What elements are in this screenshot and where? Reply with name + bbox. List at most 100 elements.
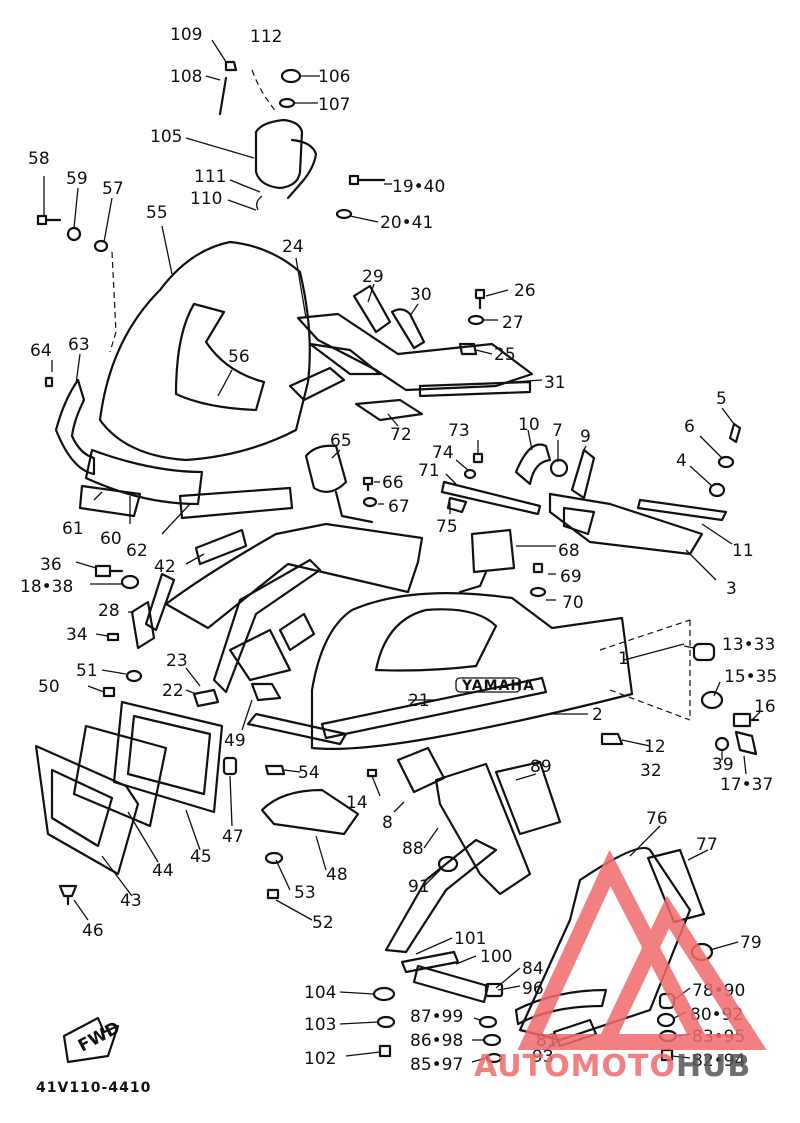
callout-34: 34 (66, 625, 88, 645)
callout-54: 54 (298, 763, 320, 783)
callout-100: 100 (480, 947, 512, 967)
callout-9: 9 (580, 427, 591, 447)
callout-85-97: 85•97 (410, 1055, 463, 1075)
callout-110: 110 (190, 189, 222, 209)
callout-8: 8 (382, 813, 393, 833)
forward-direction-tag: FWD (62, 1016, 124, 1064)
callout-17-37: 17•37 (720, 775, 773, 795)
callout-72: 72 (390, 425, 412, 445)
callout-76: 76 (646, 809, 668, 829)
callout-109: 109 (170, 25, 202, 45)
callout-7: 7 (552, 421, 563, 441)
callout-74: 74 (432, 443, 454, 463)
callout-18-38: 18•38 (20, 577, 73, 597)
callout-70: 70 (562, 593, 584, 613)
callout-19-40: 19•40 (392, 177, 445, 197)
callout-68: 68 (558, 541, 580, 561)
drawing-code: 41V110-4410 (36, 1080, 151, 1096)
callout-106: 106 (318, 67, 350, 87)
callout-1: 1 (618, 649, 629, 669)
callout-61: 61 (62, 519, 84, 539)
callout-22: 22 (162, 681, 184, 701)
callout-29: 29 (362, 267, 384, 287)
callout-69: 69 (560, 567, 582, 587)
callout-labels: 109 112 108 106 107 105 111 110 19•40 20… (20, 25, 777, 1075)
callout-31: 31 (544, 373, 566, 393)
callout-102: 102 (304, 1049, 336, 1069)
callout-27: 27 (502, 313, 524, 333)
watermark-triangle-inner (593, 895, 767, 1050)
callout-23: 23 (166, 651, 188, 671)
callout-105: 105 (150, 127, 182, 147)
callout-5: 5 (716, 389, 727, 409)
callout-73: 73 (448, 421, 470, 441)
callout-84: 84 (522, 959, 544, 979)
callout-50: 50 (38, 677, 60, 697)
callout-104: 104 (304, 983, 336, 1003)
callout-103: 103 (304, 1015, 336, 1035)
callout-111: 111 (194, 167, 226, 187)
callout-47: 47 (222, 827, 244, 847)
callout-43: 43 (120, 891, 142, 911)
callout-91: 91 (408, 877, 430, 897)
callout-24: 24 (282, 237, 304, 257)
callout-28: 28 (98, 601, 120, 621)
callout-46: 46 (82, 921, 104, 941)
callout-3: 3 (726, 579, 737, 599)
callout-2: 2 (592, 705, 603, 725)
callout-65: 65 (330, 431, 352, 451)
callout-77: 77 (696, 835, 718, 855)
callout-10: 10 (518, 415, 540, 435)
callout-49: 49 (224, 731, 246, 751)
callout-58: 58 (28, 149, 50, 169)
callout-14: 14 (346, 793, 368, 813)
watermark-part2: HUB (676, 1049, 751, 1084)
callout-86-98: 86•98 (410, 1031, 463, 1051)
callout-15-35: 15•35 (724, 667, 777, 687)
callout-21: 21 (408, 691, 430, 711)
callout-32: 32 (640, 761, 662, 781)
callout-12: 12 (644, 737, 666, 757)
callout-96: 96 (522, 979, 544, 999)
watermark-text-automoto: AUTOMOTOHUB (474, 1049, 751, 1084)
callout-87-99: 87•99 (410, 1007, 463, 1027)
callout-30: 30 (410, 285, 432, 305)
callout-39: 39 (712, 755, 734, 775)
callout-45: 45 (190, 847, 212, 867)
brand-decal-text: YAMAHA (461, 678, 535, 694)
callout-13-33: 13•33 (722, 635, 775, 655)
callout-89: 89 (530, 757, 552, 777)
callout-75: 75 (436, 517, 458, 537)
callout-20-41: 20•41 (380, 213, 433, 233)
callout-59: 59 (66, 169, 88, 189)
callout-53: 53 (294, 883, 316, 903)
callout-57: 57 (102, 179, 124, 199)
callout-36: 36 (40, 555, 62, 575)
callout-63: 63 (68, 335, 90, 355)
callout-101: 101 (454, 929, 486, 949)
callout-42: 42 (154, 557, 176, 577)
callout-71: 71 (418, 461, 440, 481)
callout-25: 25 (494, 345, 516, 365)
callout-52: 52 (312, 913, 334, 933)
parts-line-art: YAMAHA (34, 60, 760, 1064)
watermark: AUTOMOTOHUB (474, 849, 767, 1084)
callout-60: 60 (100, 529, 122, 549)
callout-26: 26 (514, 281, 536, 301)
callout-16: 16 (754, 697, 776, 717)
callout-79: 79 (740, 933, 762, 953)
callout-44: 44 (152, 861, 174, 881)
callout-11: 11 (732, 541, 754, 561)
callout-62: 62 (126, 541, 148, 561)
callout-56: 56 (228, 347, 250, 367)
callout-66: 66 (382, 473, 404, 493)
callout-107: 107 (318, 95, 350, 115)
callout-93: 93 (532, 1047, 554, 1067)
callout-51: 51 (76, 661, 98, 681)
callout-64: 64 (30, 341, 52, 361)
watermark-part1: AUTOMOTO (474, 1049, 676, 1084)
callout-67: 67 (388, 497, 410, 517)
callout-48: 48 (326, 865, 348, 885)
callout-55: 55 (146, 203, 168, 223)
